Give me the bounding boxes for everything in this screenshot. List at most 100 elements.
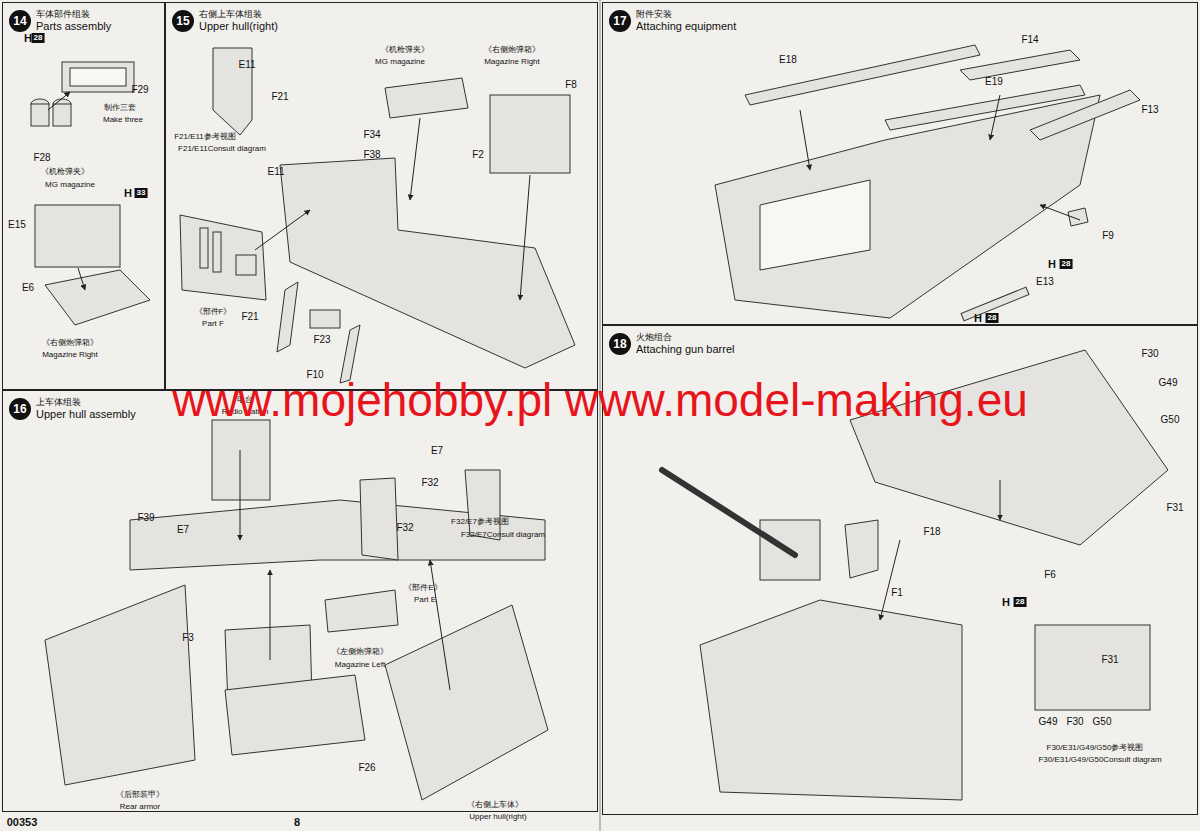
part-label: F6 [1044,569,1056,581]
part-label: F32/E7Consult diagram [461,530,545,540]
step-number: 17 [609,10,631,32]
part-label: E19 [985,76,1003,88]
part-label: F2 [472,149,484,161]
part-label: F13 [1141,104,1158,116]
paint-code: H [1002,596,1010,608]
part-label: E11 [238,59,255,71]
part-label: G49 [1159,377,1178,389]
part-label: F21 [241,311,258,323]
part-label: Part F [202,319,224,329]
part-label: F32 [396,522,413,534]
part-label: F21/E11Consult diagram [178,144,266,154]
part-label: Magazine Right [484,57,540,67]
page-footer: 00353 [7,816,38,828]
part-label: F26 [358,762,375,774]
step-caption: Parts assembly [36,20,111,33]
step-heading: 车体部件组装Parts assembly [36,9,111,33]
part-label: F23 [313,334,330,346]
part-label: F21/E11参考视图 [174,132,236,142]
part-label: F8 [565,79,577,91]
paint-code: 28 [1060,259,1073,269]
step-number: 16 [9,398,31,420]
part-label: 《左侧炮弹箱》 [332,647,388,657]
step-panel: 16上车体组装Upper hull assembly [2,390,598,812]
part-label: E6 [22,282,34,294]
part-label: Magazine Right [42,350,98,360]
step-caption: 车体部件组装 [36,9,111,20]
part-label: Rear armor [120,802,160,812]
part-label: F30 [1066,716,1083,728]
part-label: F30/E31/G49/G50Consult diagram [1038,755,1161,765]
step-number: 15 [172,10,194,32]
part-label: E11 [267,166,284,178]
part-label: 《右侧上车体》 [467,800,523,810]
paint-code: 33 [135,188,148,198]
part-label: F14 [1021,34,1038,46]
part-label: G50 [1093,716,1112,728]
paint-code: 28 [1014,597,1027,607]
part-label: 《右侧炮弹箱》 [42,338,98,348]
part-label: MG magazine [45,180,95,190]
part-label: E7 [431,445,443,457]
step-title: 15右侧上车体组装Upper hull(right) [172,9,278,33]
step-heading: 右侧上车体组装Upper hull(right) [199,9,278,33]
part-label: F38 [363,149,380,161]
part-label: F18 [923,526,940,538]
part-label: F31 [1101,654,1118,666]
part-label: F31 [1166,502,1183,514]
step-caption: 附件安装 [636,9,736,20]
part-label: F34 [363,129,380,141]
step-caption: 火炮组合 [636,332,734,343]
page-footer: 8 [294,816,300,828]
part-label: 制作三套 [104,103,136,113]
part-label: 《机枪弹夹》 [381,45,429,55]
part-label: E15 [8,219,26,231]
part-label: G50 [1161,414,1180,426]
part-label: F3 [182,632,194,644]
paint-code: 28 [986,313,999,323]
part-label: E13 [1036,276,1054,288]
part-label: 《部件F》 [195,307,232,317]
paint-code: H [1048,258,1056,270]
step-title: 16上车体组装Upper hull assembly [9,397,136,421]
part-label: E18 [779,54,797,66]
step-title: 17附件安装Attaching equipment [609,9,736,33]
step-panel: 17附件安装Attaching equipment [602,2,1198,325]
step-title: 18 火炮组合Attaching gun barrel [609,332,734,356]
step-caption: 右侧上车体组装 [199,9,278,20]
part-label: F30/E31/G49/G50参考视图 [1047,743,1144,753]
part-label: Magazine Left [335,660,385,670]
part-label: Upper hull(right) [469,812,526,822]
step-heading: 上车体组装Upper hull assembly [36,397,136,421]
part-label: Part E [414,595,436,605]
part-label: F30 [1141,348,1158,360]
step-caption: Attaching equipment [636,20,736,33]
part-label: F32/E7参考视图 [451,517,509,527]
paint-code: 28 [32,33,45,43]
step-caption: Attaching gun barrel [636,343,734,356]
paint-code: H [124,187,132,199]
part-label: F39 [137,512,154,524]
part-label: F21 [271,91,288,103]
part-label: F32 [421,477,438,489]
step-caption: 上车体组装 [36,397,136,408]
part-label: 《部件E》 [404,583,441,593]
part-label: F29 [131,84,148,96]
step-heading: 附件安装Attaching equipment [636,9,736,33]
step-caption: Upper hull(right) [199,20,278,33]
part-label: F28 [33,152,50,164]
part-label: Make three [103,115,143,125]
part-label: 《机枪弹夹》 [41,167,89,177]
part-label: F1 [891,587,903,599]
watermark: www.mojehobby.pl www.model-making.eu [172,375,1028,425]
step-number: 18 [609,333,631,355]
step-title: 14车体部件组装Parts assembly [9,9,111,33]
step-caption: Upper hull assembly [36,408,136,421]
part-label: MG magazine [375,57,425,67]
part-label: F9 [1102,230,1114,242]
paint-code: H [974,312,982,324]
part-label: 《右侧炮弹箱》 [484,45,540,55]
step-number: 14 [9,10,31,32]
part-label: 《后部装甲》 [116,790,164,800]
